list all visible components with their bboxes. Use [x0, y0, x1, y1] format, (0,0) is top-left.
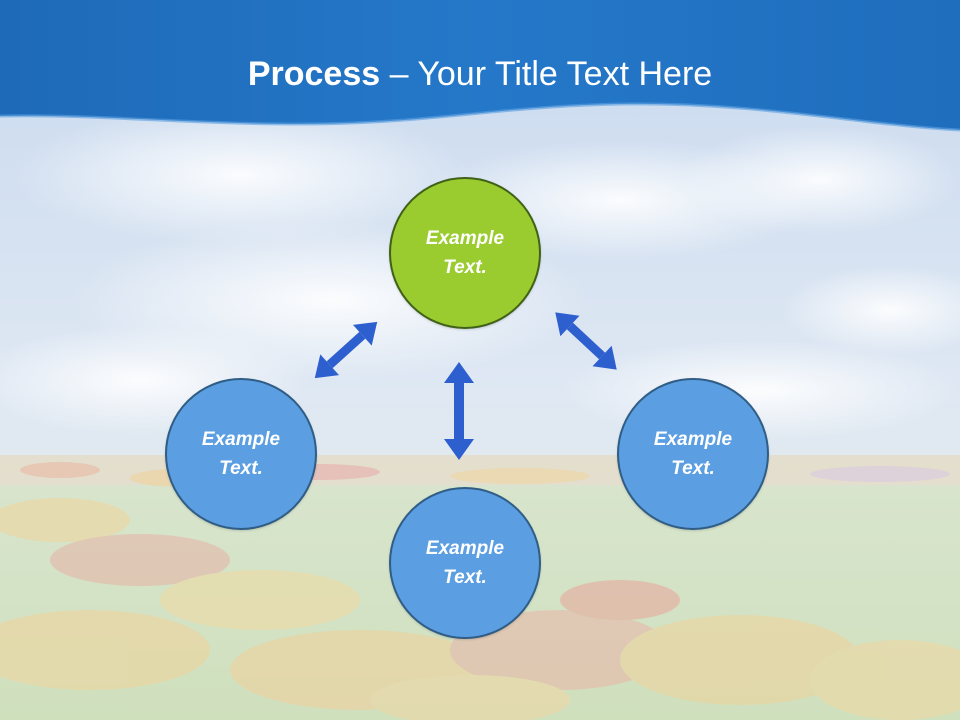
node-right-label: Example Text.: [653, 429, 733, 479]
node-right: Example Text.: [617, 378, 769, 530]
node-bottom: Example Text.: [389, 487, 541, 639]
node-top-label: Example Text.: [425, 228, 505, 278]
node-left: Example Text.: [165, 378, 317, 530]
node-top: Example Text.: [389, 177, 541, 329]
node-bottom-label: Example Text.: [425, 538, 505, 588]
title-separator: –: [380, 55, 418, 93]
slide-title: Process – Your Title Text Here: [0, 50, 960, 98]
node-left-label: Example Text.: [201, 429, 281, 479]
title-rest: Your Title Text Here: [417, 55, 713, 93]
title-bold: Process: [247, 55, 381, 93]
